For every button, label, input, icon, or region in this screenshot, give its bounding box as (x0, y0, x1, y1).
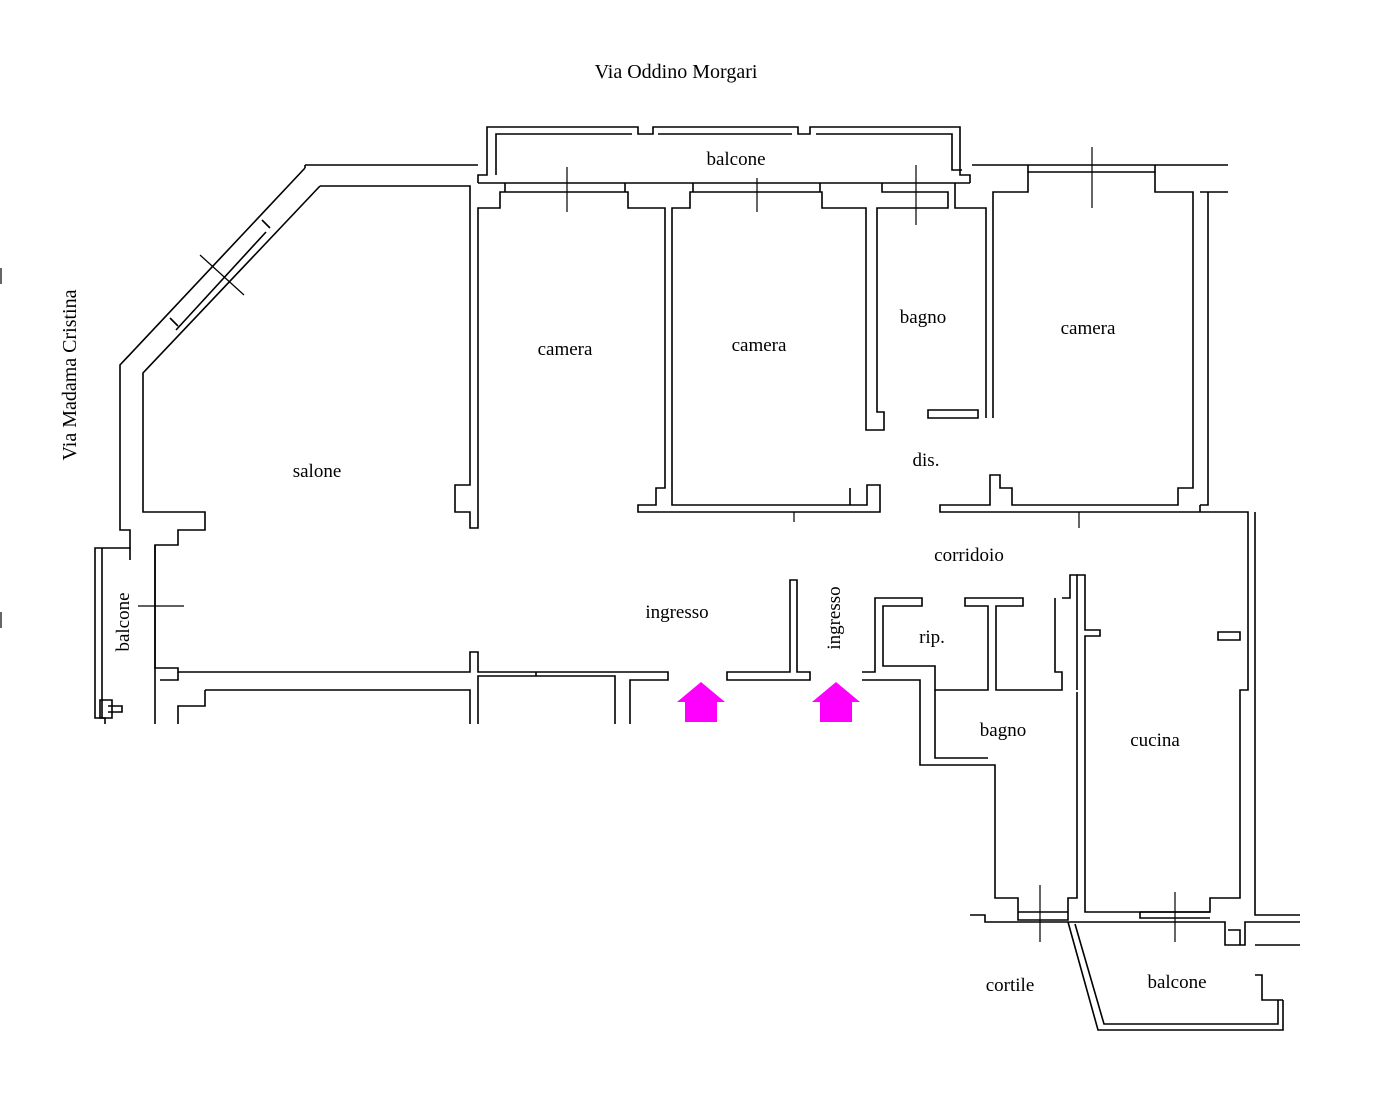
room-label-cucina: cucina (1130, 730, 1180, 751)
room-label-dis: dis. (913, 450, 940, 471)
room-label-bagno-2: bagno (980, 720, 1026, 741)
room-label-ingresso-2: ingresso (824, 586, 845, 649)
room-label-balcone-south: balcone (1147, 972, 1206, 993)
room-label-cortile: cortile (986, 975, 1035, 996)
room-label-camera-1: camera (538, 339, 593, 360)
room-label-camera-3: camera (1061, 318, 1116, 339)
street-label-west: Via Madama Cristina (59, 289, 81, 460)
entrance-arrow-icon (812, 682, 860, 722)
room-label-salone: salone (293, 461, 342, 482)
room-label-ingresso-1: ingresso (645, 602, 708, 623)
room-label-camera-2: camera (732, 335, 787, 356)
street-label-north: Via Oddino Morgari (595, 61, 758, 83)
walls (94, 126, 1300, 1031)
room-label-bagno-1: bagno (900, 307, 946, 328)
window-ticks (138, 147, 1176, 942)
entrance-arrow-icon (677, 682, 725, 722)
room-label-rip: rip. (919, 627, 945, 648)
room-label-balcone-west: balcone (113, 592, 134, 651)
room-label-balcone-north: balcone (706, 149, 765, 170)
room-label-corridoio: corridoio (934, 545, 1004, 566)
